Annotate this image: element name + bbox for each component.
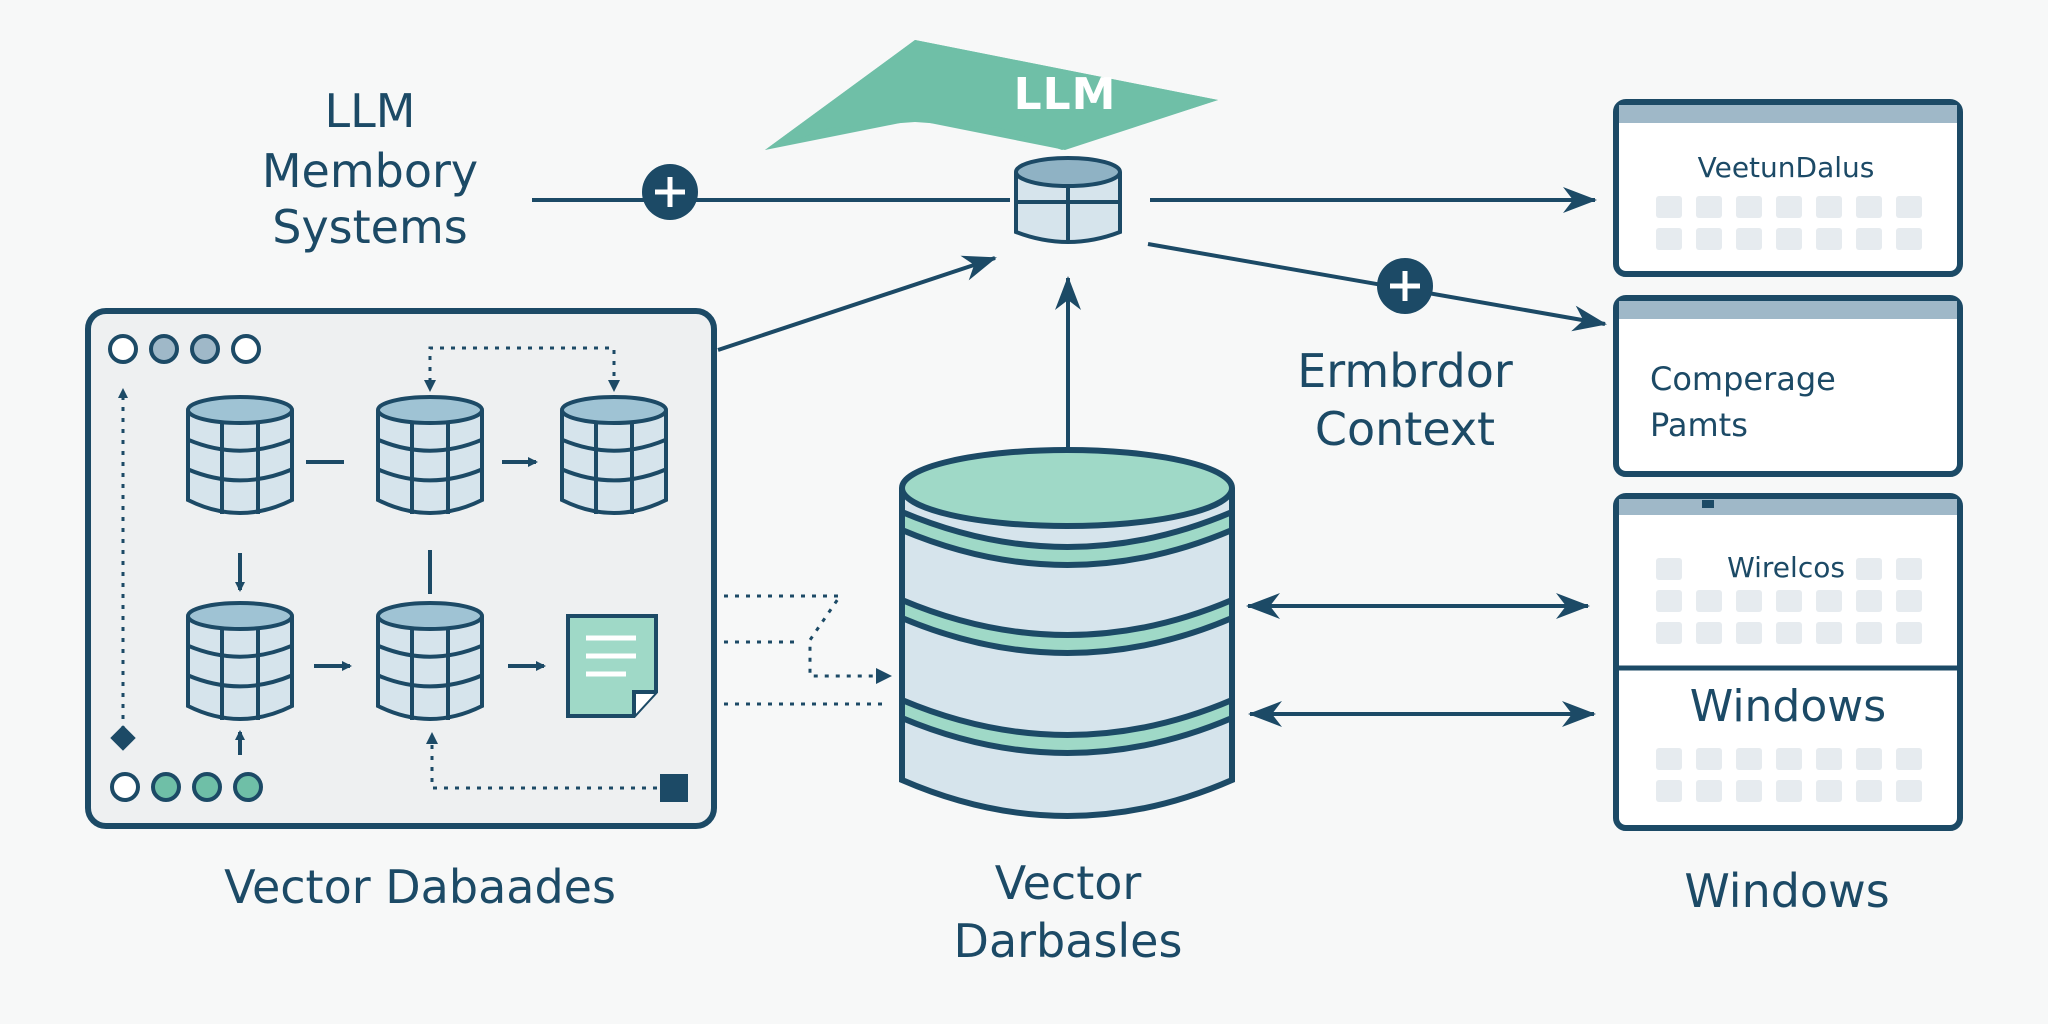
grid-cell (1856, 622, 1882, 644)
box-to-llm-arrow (717, 255, 997, 352)
grid-cell (1816, 196, 1842, 218)
grid-cell (1776, 780, 1802, 802)
grid-cell (1776, 622, 1802, 644)
grid-cell (1696, 748, 1722, 770)
grid-cell (1856, 228, 1882, 250)
grid-cell (1696, 196, 1722, 218)
panel-windows-stack (1613, 493, 1963, 831)
grid-cell (1736, 196, 1762, 218)
grid-cell (1856, 748, 1882, 770)
grid-cell (1896, 780, 1922, 802)
box-to-db-dotted (724, 594, 882, 706)
grid-cell (1736, 622, 1762, 644)
panel2-line2: Pamts (1650, 406, 1748, 444)
grid-cell (1696, 590, 1722, 612)
mini-database-icon (560, 395, 668, 515)
title-line2: Membory (261, 144, 479, 198)
windows-label: Windows (1684, 864, 1890, 918)
grid-cell (1896, 622, 1922, 644)
llm-to-panel2-arrow (1147, 242, 1607, 332)
vector-database-box (85, 308, 717, 829)
embed-label-line1: Ermbrdor (1297, 344, 1513, 398)
grid-cell (1776, 228, 1802, 250)
grid-cell (1736, 228, 1762, 250)
mini-database-icon (376, 601, 484, 721)
vector-left-label: Vector Dabaades (224, 860, 616, 914)
grid-cell (1856, 196, 1882, 218)
mini-database-icon (186, 601, 294, 721)
grid-cell (1656, 622, 1682, 644)
grid-cell (1656, 780, 1682, 802)
vector-center-line2: Darbasles (953, 914, 1183, 968)
grid-cell (1816, 622, 1842, 644)
grid-cell (1856, 780, 1882, 802)
grid-cell (1816, 590, 1842, 612)
grid-cell (1736, 780, 1762, 802)
plus-icon (1377, 258, 1433, 314)
panel-veetundalus (1613, 99, 1963, 277)
grid-cell (1656, 558, 1682, 580)
grid-cell (1776, 196, 1802, 218)
mini-db-arrows (235, 457, 546, 755)
grid-cell (1696, 228, 1722, 250)
document-icon (566, 614, 658, 718)
panel-comperage (1613, 295, 1963, 477)
grid-cell (1696, 622, 1722, 644)
llm-tag-label: LLM (1013, 69, 1117, 120)
title-line3: Systems (272, 200, 468, 254)
grid-cell (1896, 196, 1922, 218)
mini-database-group (186, 395, 668, 721)
panel1-title: VeetunDalus (1697, 151, 1875, 184)
grid-cell (1696, 780, 1722, 802)
title-line1: LLM (324, 84, 416, 138)
grid-cell (1856, 558, 1882, 580)
panel3-title: Wirelcos (1727, 551, 1845, 584)
grid-cell (1896, 228, 1922, 250)
grid-cell (1656, 228, 1682, 250)
llm-tag-shape (765, 40, 1218, 150)
grid-cell (1816, 228, 1842, 250)
grid-cell (1896, 590, 1922, 612)
grid-cell (1736, 748, 1762, 770)
grid-cell (1816, 748, 1842, 770)
grid-cell (1656, 590, 1682, 612)
grid-cell (1776, 748, 1802, 770)
mini-database-icon (376, 395, 484, 515)
panel2-line1: Comperage (1650, 360, 1836, 398)
vector-center-line1: Vector (994, 856, 1142, 910)
embed-label-line2: Context (1314, 402, 1496, 456)
grid-cell (1656, 196, 1682, 218)
grid-cell (1736, 590, 1762, 612)
llm-database-icon (1014, 156, 1122, 244)
arrow-head (876, 668, 892, 684)
mini-database-icon (186, 395, 294, 515)
grid-cell (1896, 748, 1922, 770)
grid-cell (1896, 558, 1922, 580)
panel4-title: Windows (1689, 681, 1887, 732)
grid-cell (1816, 780, 1842, 802)
plus-icon (642, 164, 698, 220)
grid-cell (1656, 748, 1682, 770)
grid-cell (1776, 590, 1802, 612)
grid-cell (1856, 590, 1882, 612)
vector-database-cylinder (899, 447, 1235, 819)
